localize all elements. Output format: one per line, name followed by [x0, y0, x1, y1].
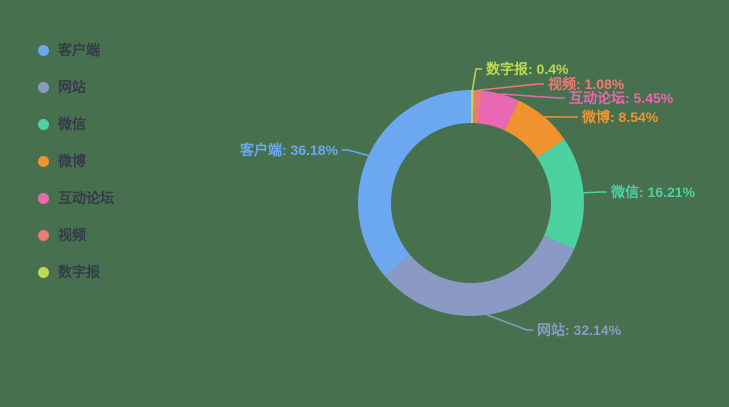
legend-item-label: 客户端 [58, 42, 100, 58]
slice-label: 客户端: 36.18% [239, 142, 339, 158]
pie-slice-3[interactable] [504, 100, 565, 158]
slice-label: 微信: 16.21% [610, 184, 696, 200]
legend-dot-icon [38, 192, 49, 204]
legend: 客户端网站微信微博互动论坛视频数字报 [38, 43, 114, 279]
label-line [342, 149, 369, 157]
legend-item-6[interactable]: 数字报 [38, 265, 114, 279]
legend-item-label: 微信 [58, 116, 86, 132]
pie-slice-2[interactable] [537, 139, 584, 250]
label-line [477, 83, 544, 91]
legend-item-3[interactable]: 微博 [38, 154, 114, 168]
label-line [583, 191, 607, 194]
legend-item-5[interactable]: 视频 [38, 228, 114, 242]
slice-label: 视频: 1.08% [548, 76, 625, 92]
slice-label: 数字报: 0.4% [486, 61, 569, 77]
legend-item-4[interactable]: 互动论坛 [38, 191, 114, 205]
legend-item-label: 互动论坛 [58, 190, 114, 206]
pie-slice-1[interactable] [384, 235, 575, 316]
legend-dot-icon [38, 229, 49, 241]
legend-dot-icon [38, 118, 49, 130]
slice-label: 互动论坛: 5.45% [569, 90, 674, 106]
slice-label: 微博: 8.54% [581, 109, 659, 125]
pie-slice-5[interactable] [473, 90, 482, 124]
legend-item-label: 视频 [58, 227, 86, 243]
pie-slice-6[interactable] [471, 90, 474, 124]
legend-item-label: 数字报 [58, 264, 100, 280]
slice-label: 网站: 32.14% [537, 322, 622, 338]
legend-item-label: 微博 [58, 153, 86, 169]
label-line [500, 93, 565, 99]
legend-dot-icon [38, 155, 49, 167]
legend-item-0[interactable]: 客户端 [38, 43, 114, 57]
legend-item-label: 网站 [58, 79, 86, 95]
legend-item-2[interactable]: 微信 [38, 117, 114, 131]
legend-dot-icon [38, 266, 49, 278]
pie-slice-4[interactable] [478, 90, 519, 131]
pie-slice-0[interactable] [358, 90, 471, 277]
label-line [486, 314, 533, 331]
label-line [471, 68, 482, 91]
legend-dot-icon [38, 44, 49, 56]
legend-dot-icon [38, 81, 49, 93]
legend-item-1[interactable]: 网站 [38, 80, 114, 94]
